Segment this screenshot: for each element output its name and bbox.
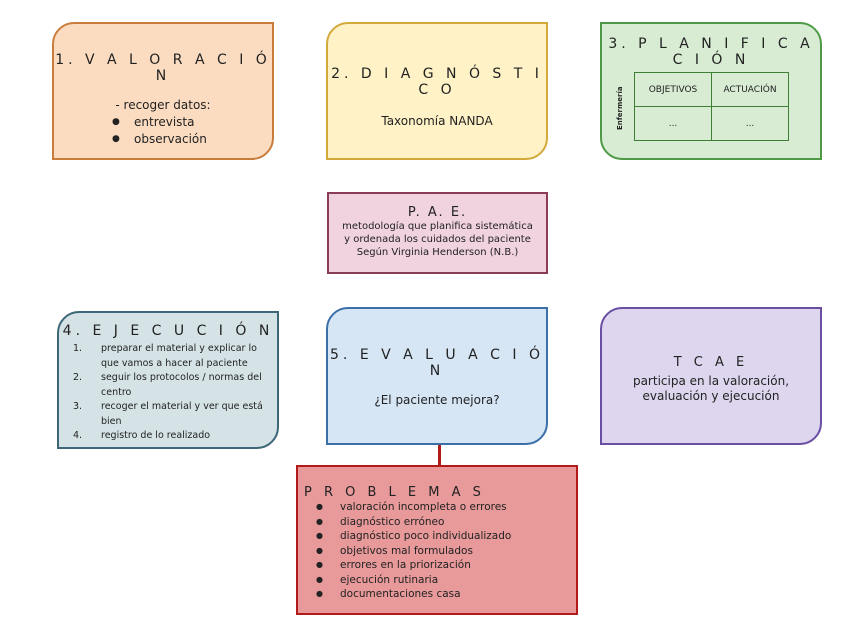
list-item: diagnóstico erróneo <box>316 515 576 530</box>
list-text: registro de lo realizado <box>101 430 211 441</box>
connector-line <box>438 445 441 467</box>
planificacion-box: 3. P L A N I F I C A C I Ó N Enfermería … <box>600 22 822 160</box>
ejecucion-list: 1. preparar el material y explicar lo que… <box>59 342 277 444</box>
table-row: OBJETIVOS ACTUACIÓN <box>634 72 789 107</box>
valoracion-bullet: observación <box>112 131 272 148</box>
problemas-title: P R O B L E M A S <box>304 485 485 500</box>
pae-box: P. A. E. metodología que planifica siste… <box>327 192 548 274</box>
list-item: 3. recoger el material y ver que está bie… <box>73 400 267 429</box>
evaluacion-box: 5. E V A L U A C I Ó N ¿El paciente mejo… <box>326 307 548 445</box>
list-number: 1. <box>73 343 83 354</box>
list-item: 2. seguir los protocolos / normas del cen… <box>73 371 267 400</box>
problemas-list: valoración incompleta o errores diagnóst… <box>298 500 576 602</box>
ejecucion-title: 4. E J E C U C I Ó N <box>62 323 274 339</box>
valoracion-bullet: entrevista <box>112 114 272 131</box>
list-item: diagnóstico poco individualizado <box>316 529 576 544</box>
list-text: seguir los protocolos / normas del centr… <box>101 372 262 398</box>
list-item: documentaciones casa <box>316 587 576 602</box>
table-header-objetivos: OBJETIVOS <box>634 72 712 107</box>
valoracion-dash-item: - recoger datos: <box>115 98 211 112</box>
list-item: objetivos mal formulados <box>316 544 576 559</box>
pae-line: metodología que planifica sistemática <box>342 221 533 232</box>
planificacion-row-label: Enfermería <box>616 86 624 130</box>
list-text: recoger el material y ver que está bien <box>101 401 263 427</box>
valoracion-box: 1. V A L O R A C I Ó N - recoger datos: … <box>52 22 274 160</box>
list-number: 4. <box>73 430 83 441</box>
diagnostico-title: 2. D I A G N Ó S T I C O <box>331 66 543 98</box>
list-text: preparar el material y explicar lo que v… <box>101 343 257 369</box>
ejecucion-box: 4. E J E C U C I Ó N 1. preparar el mater… <box>57 311 279 449</box>
tcae-box: T C A E participa en la valoración, eval… <box>600 307 822 445</box>
pae-line: Según Virginia Henderson (N.B.) <box>356 247 519 258</box>
pae-line: y ordenada los cuidados del paciente <box>344 234 531 245</box>
table-header-actuacion: ACTUACIÓN <box>711 72 789 107</box>
list-item: 1. preparar el material y explicar lo que… <box>73 342 267 371</box>
tcae-line: participa en la valoración, <box>632 374 790 388</box>
valoracion-list: entrevista observación <box>54 114 272 148</box>
list-number: 3. <box>73 401 83 412</box>
planificacion-table: OBJETIVOS ACTUACIÓN ... ... <box>634 72 789 141</box>
problemas-box: P R O B L E M A S valoración incompleta … <box>296 465 578 615</box>
table-row: ... ... <box>634 106 789 141</box>
list-item: 4. registro de lo realizado <box>73 429 267 444</box>
tcae-line: evaluación y ejecución <box>642 389 780 403</box>
list-number: 2. <box>73 372 83 383</box>
evaluacion-title: 5. E V A L U A C I Ó N <box>330 347 544 379</box>
diagnostico-subtitle: Taxonomía NANDA <box>381 114 493 128</box>
table-cell: ... <box>634 106 712 141</box>
pae-title: P. A. E. <box>407 205 468 220</box>
evaluacion-subtitle: ¿El paciente mejora? <box>374 393 500 407</box>
list-item: valoración incompleta o errores <box>316 500 576 515</box>
planificacion-title: 3. P L A N I F I C A C I Ó N <box>608 36 814 68</box>
list-item: ejecución rutinaria <box>316 573 576 588</box>
valoracion-title: 1. V A L O R A C I Ó N <box>55 52 271 84</box>
table-cell: ... <box>711 106 789 141</box>
tcae-title: T C A E <box>673 355 749 370</box>
diagnostico-box: 2. D I A G N Ó S T I C O Taxonomía NANDA <box>326 22 548 160</box>
list-item: errores en la priorización <box>316 558 576 573</box>
